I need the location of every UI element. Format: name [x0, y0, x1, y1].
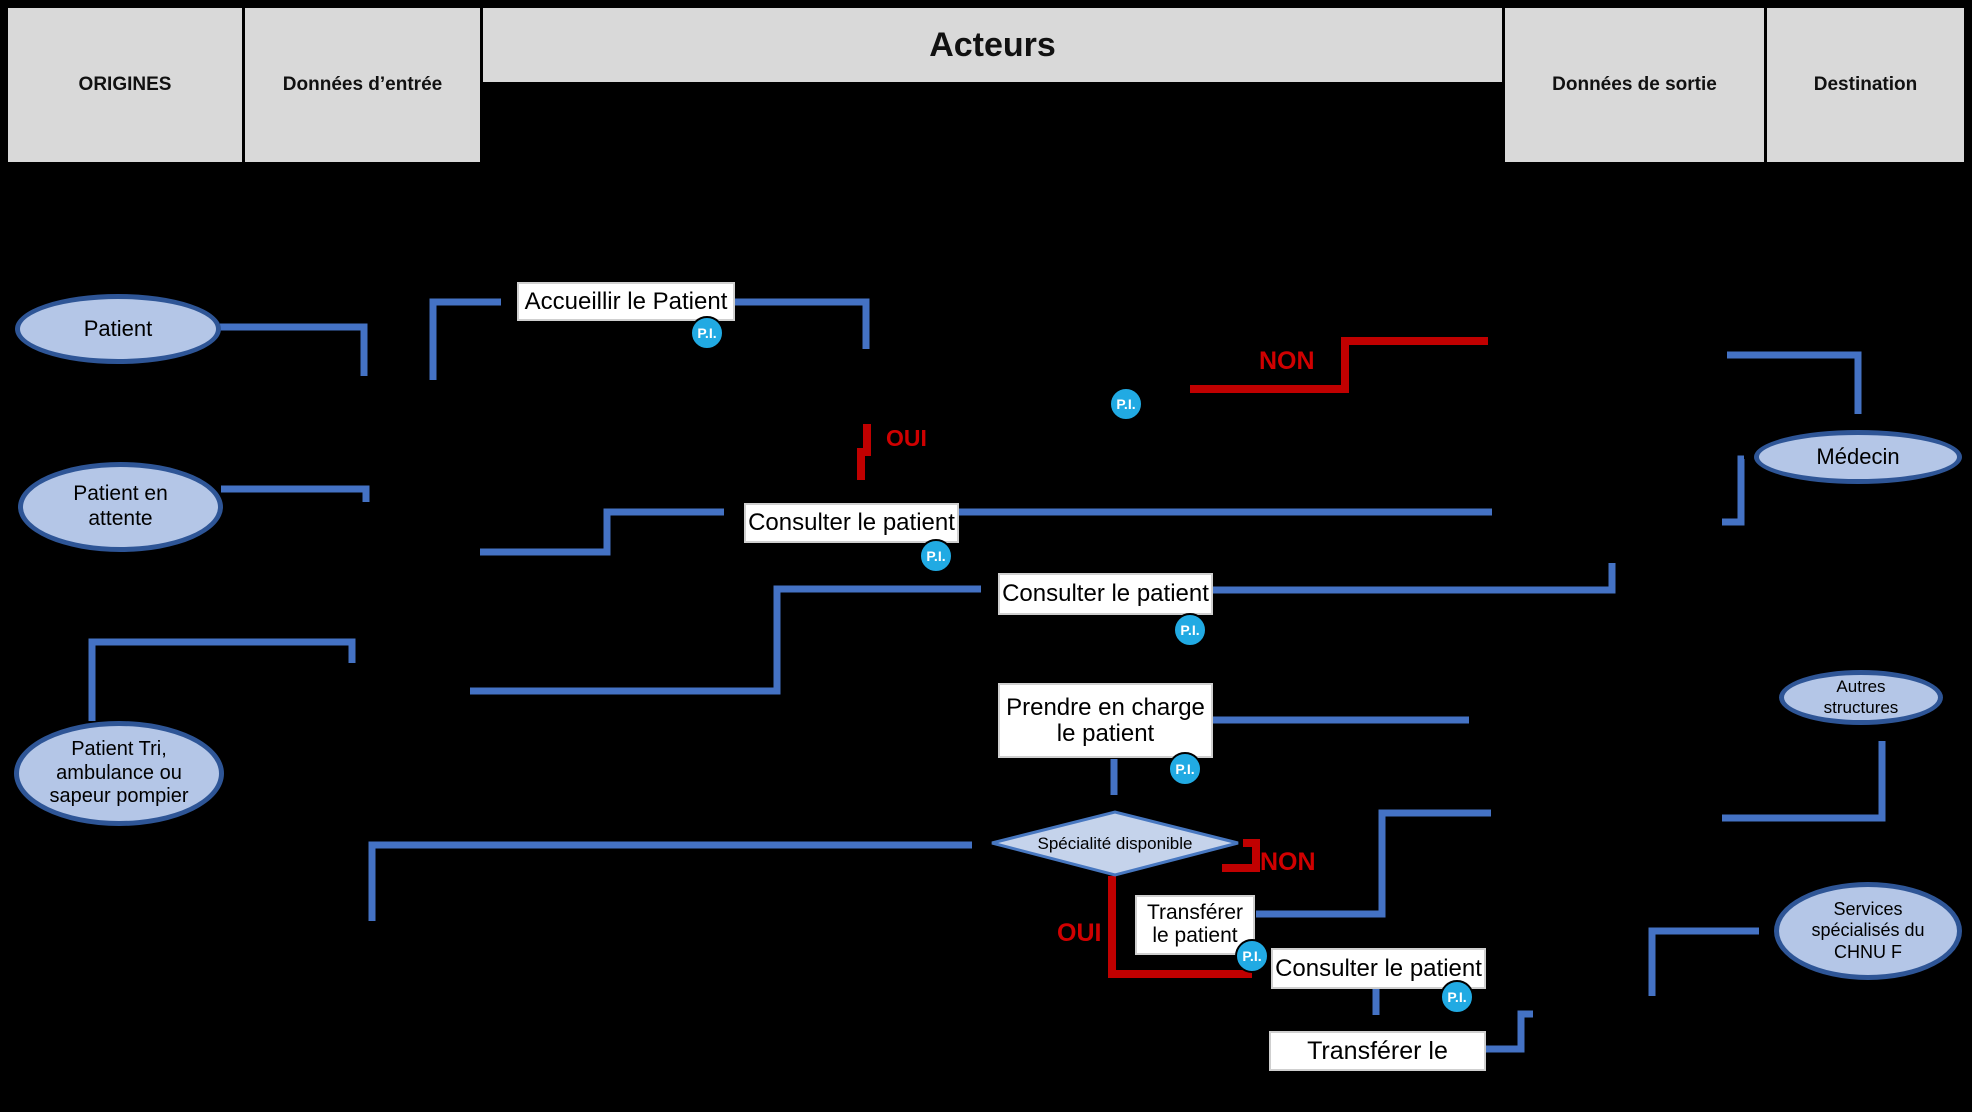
- arrow-to-services: [1648, 927, 1759, 996]
- process-accueillir-patient: Accueillir le Patient: [517, 282, 735, 321]
- arrow-accueillir-out: [735, 298, 870, 349]
- arrow-non-bottom: [1222, 839, 1260, 872]
- destination-medecin: Médecin: [1754, 430, 1962, 484]
- label-oui-bottom: OUI: [1057, 919, 1102, 947]
- decision-diamond: [991, 810, 1239, 877]
- process-consulter-patient-3: Consulter le patient: [1271, 948, 1486, 989]
- pi-badge-floating: P.I.: [1109, 387, 1143, 421]
- destination-autres-structures: Autres structures: [1779, 670, 1943, 725]
- origin-patient: Patient: [15, 294, 221, 364]
- header-origines: ORIGINES: [5, 5, 245, 165]
- process-prendre-en-charge: Prendre en charge le patient: [998, 683, 1213, 758]
- arrow-into-accueillir: [429, 298, 501, 380]
- origin-patient-en-attente: Patient en attente: [18, 462, 223, 552]
- arrow-into-decision: [368, 841, 972, 921]
- pi-badge-prendre: P.I.: [1168, 752, 1202, 786]
- header-donnees-entree: Données d’entrée: [242, 5, 483, 165]
- pi-badge-accueillir: P.I.: [690, 316, 724, 350]
- pi-badge-transferer1: P.I.: [1235, 939, 1269, 973]
- arrow-non-top: [1190, 337, 1488, 393]
- header-acteurs: Acteurs: [480, 5, 1505, 85]
- label-non-bottom: NON: [1260, 848, 1316, 876]
- arrow-transferer1-out: [1256, 809, 1491, 918]
- label-non-top: NON: [1259, 347, 1315, 375]
- arrow-patient-attente-down: [221, 485, 370, 502]
- arrow-to-medecin-left: [1722, 455, 1745, 526]
- arrow-patient-down: [220, 323, 368, 376]
- process-transferer-patient: Transférer le patient: [1135, 895, 1255, 955]
- process-consulter-patient-1: Consulter le patient: [744, 503, 959, 543]
- origin-patient-tri: Patient Tri, ambulance ou sapeur pompier: [14, 721, 224, 826]
- arrow-to-autres-structures: [1722, 741, 1886, 822]
- arrow-oui-bottom: [1108, 876, 1252, 978]
- process-transferer-le: Transférer le: [1269, 1031, 1486, 1071]
- arrow-consulter2-out: [1213, 563, 1616, 594]
- pi-badge-consulter2: P.I.: [1173, 613, 1207, 647]
- label-oui-top: OUI: [886, 425, 927, 451]
- arrow-oui-top: [857, 424, 871, 480]
- pi-badge-consulter1: P.I.: [919, 539, 953, 573]
- header-destination: Destination: [1764, 5, 1967, 165]
- arrow-patient-tri-out: [88, 638, 356, 721]
- decision-label: Spécialité disponible: [1037, 833, 1193, 853]
- destination-services-chnu: Services spécialisés du CHNU F: [1774, 882, 1962, 980]
- arrow-into-consulter1: [480, 508, 724, 556]
- arrow-to-medecin-top: [1727, 351, 1862, 414]
- pi-badge-consulter3: P.I.: [1440, 980, 1474, 1014]
- arrow-transferer2-out: [1486, 1010, 1533, 1053]
- arrow-into-consulter2: [470, 585, 981, 695]
- process-consulter-patient-2: Consulter le patient: [998, 573, 1213, 615]
